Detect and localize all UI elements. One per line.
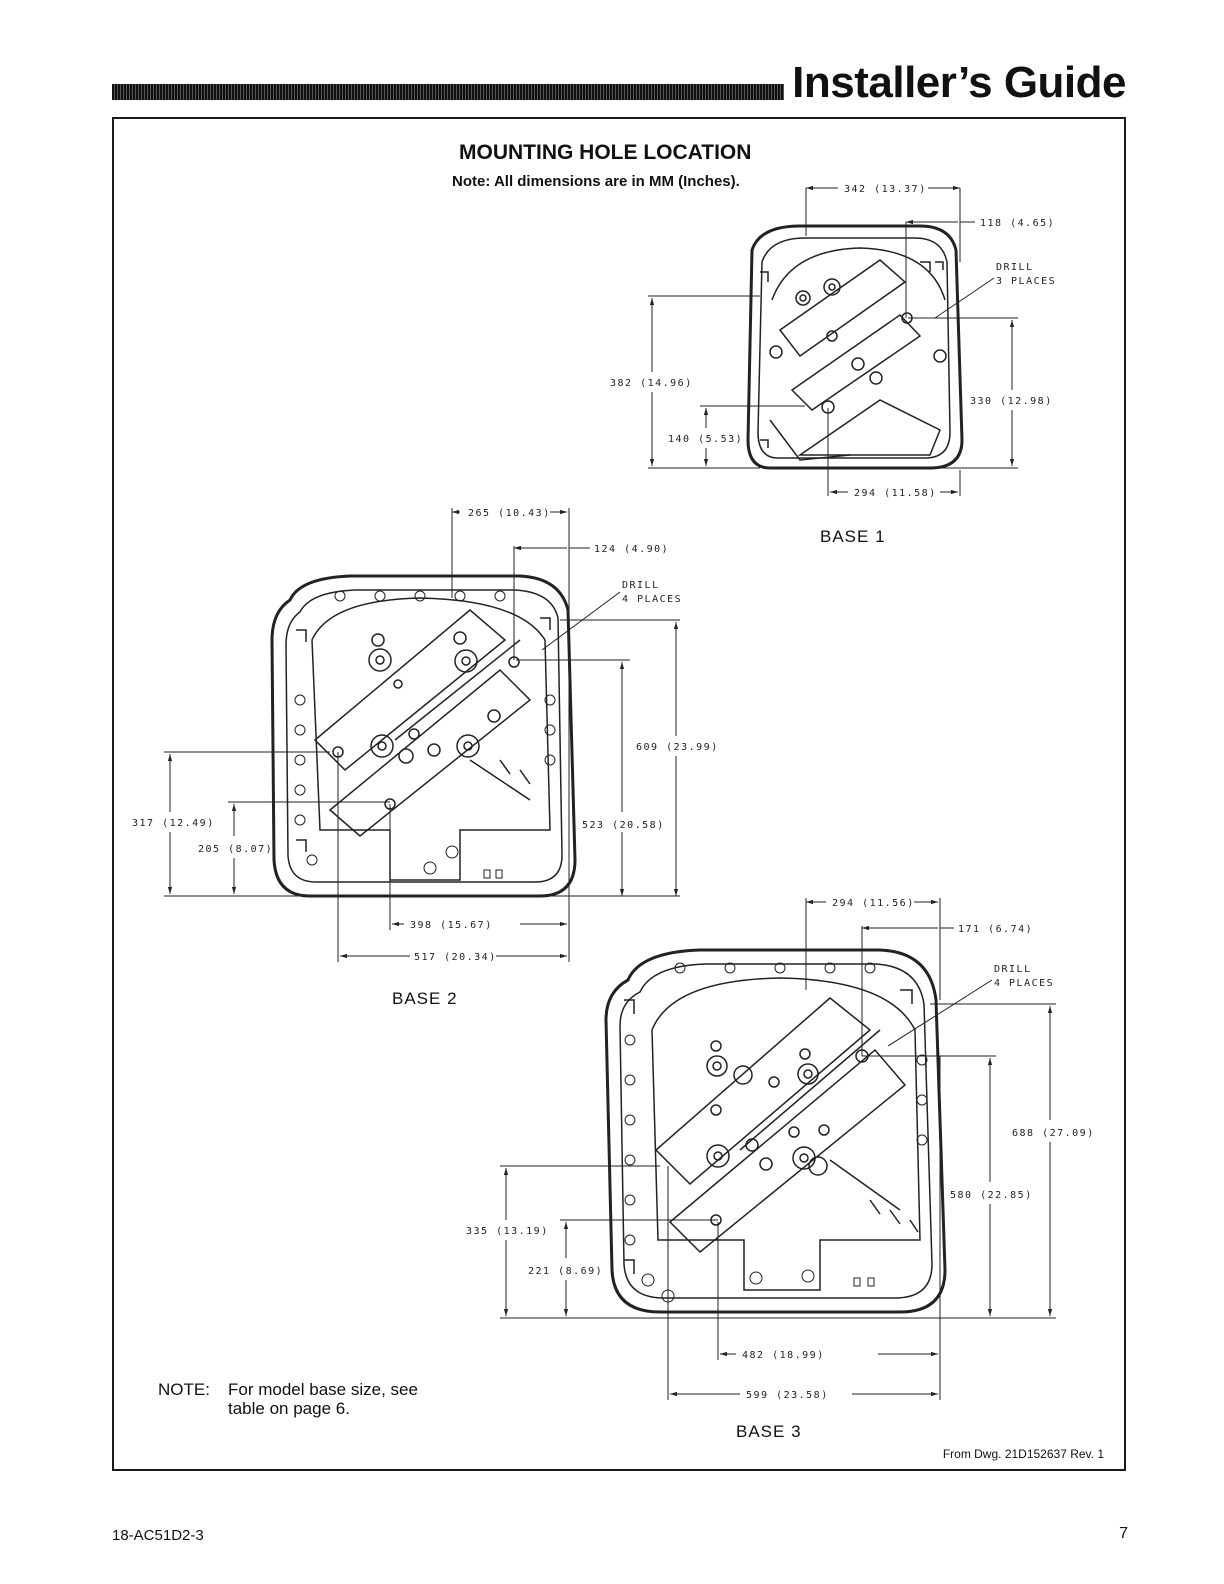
base-2-drill-label: DRILL	[622, 580, 660, 591]
base-3-drawing	[604, 948, 947, 1314]
base-3-drill-count: 4 PLACES	[994, 978, 1054, 989]
model-note-label: NOTE:	[158, 1380, 210, 1399]
base-2-drawing	[270, 574, 577, 898]
base-3-dimensions	[500, 898, 1056, 1400]
units-note: Note: All dimensions are in MM (Inches).	[452, 173, 740, 190]
base-2-dim-top-offset: 124 (4.90)	[594, 544, 669, 555]
base-3-dim-overall-top: 294 (11.56)	[832, 898, 915, 909]
base-1-dimensions	[648, 185, 1018, 496]
base-1-dim-top-offset: 118 (4.65)	[980, 218, 1055, 229]
base-1-drawing	[746, 224, 964, 470]
base-3-dim-bottom-outer: 599 (23.58)	[746, 1390, 829, 1401]
section-title: MOUNTING HOLE LOCATION	[459, 141, 752, 164]
base-2-dim-left-short: 205 (8.07)	[198, 844, 273, 855]
base-2-dim-left-tall: 317 (12.49)	[132, 818, 215, 829]
base-3-drill-label: DRILL	[994, 964, 1032, 975]
base-1-dim-right: 330 (12.98)	[970, 396, 1053, 407]
base-1-dim-overall-top: 342 (13.37)	[844, 184, 927, 195]
base-3-dim-bottom-inner: 482 (18.99)	[742, 1350, 825, 1361]
header-rule	[112, 84, 784, 100]
base-1-label: BASE 1	[820, 527, 886, 546]
base-2-drill-count: 4 PLACES	[622, 594, 682, 605]
base-3-dim-top-offset: 171 (6.74)	[958, 924, 1033, 935]
figure-frame	[112, 117, 1126, 1471]
document-number: 18-AC51D2-3	[112, 1527, 204, 1544]
page-number: 7	[1119, 1525, 1128, 1542]
base-2-dim-bottom-outer: 517 (20.34)	[414, 952, 497, 963]
base-2-label: BASE 2	[392, 989, 458, 1008]
base-2-dim-right-tall: 609 (23.99)	[636, 742, 719, 753]
base-3-label: BASE 3	[736, 1422, 802, 1441]
base-2-dim-right-short: 523 (20.58)	[582, 820, 665, 831]
base-1-dim-left-tall: 382 (14.96)	[610, 378, 693, 389]
base-3-dim-left-short: 221 (8.69)	[528, 1266, 603, 1277]
base-2-dimensions	[164, 508, 680, 962]
base-2-dim-bottom-inner: 398 (15.67)	[410, 920, 493, 931]
base-3-dim-right-short: 580 (22.85)	[950, 1190, 1033, 1201]
base-1-drill-label: DRILL	[996, 262, 1034, 273]
drawing-reference: From Dwg. 21D152637 Rev. 1	[942, 1447, 1104, 1461]
base-1-dim-left-short: 140 (5.53)	[668, 434, 743, 445]
base-3-dim-right-tall: 688 (27.09)	[1012, 1128, 1095, 1139]
page-header-title: Installer’s Guide	[792, 58, 1126, 107]
model-note-text: For model base size, see table on page 6…	[228, 1380, 418, 1418]
base-1-dim-bottom: 294 (11.58)	[854, 488, 937, 499]
base-3-dim-left-tall: 335 (13.19)	[466, 1226, 549, 1237]
base-2-dim-overall-top: 265 (10.43)	[468, 508, 551, 519]
base-1-drill-count: 3 PLACES	[996, 276, 1056, 287]
